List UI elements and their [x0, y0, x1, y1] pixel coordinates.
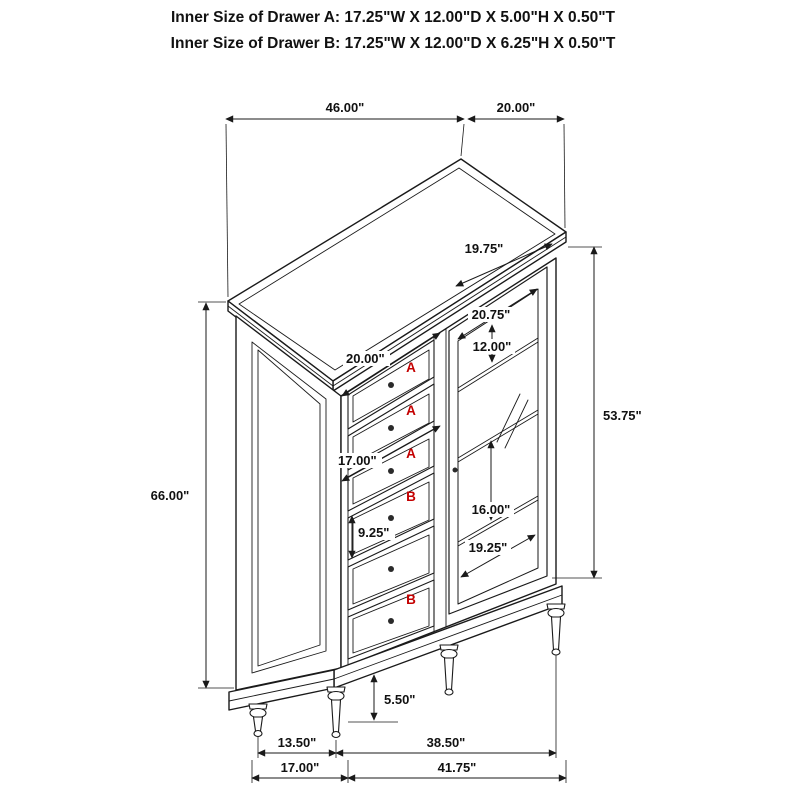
side-panel-frame-inner: [257, 349, 321, 667]
leg-ring: [327, 690, 345, 702]
shelf-2-front-edge: [457, 409, 539, 459]
dim-label-leg-spacing-side: 13.50": [278, 735, 317, 750]
legs: [248, 603, 566, 739]
dim-label-glass-width-top: 20.75": [472, 307, 511, 322]
leg-foot: [253, 729, 263, 738]
drawer-knob: [388, 618, 394, 624]
top-edge-left-midline: [227, 305, 334, 387]
dimension-lines: [202, 115, 598, 782]
leg-post: [330, 699, 342, 733]
back-left-leg: [248, 703, 268, 738]
drawer-label-a3: A: [406, 446, 416, 461]
label-bg: [461, 241, 507, 256]
ext-top-depth-right: [563, 123, 566, 229]
leg-post: [443, 657, 455, 691]
base-molding-front-step: [333, 594, 563, 680]
ext-top-width-left: [225, 123, 229, 298]
dim-label-door-width-top: 19.75": [465, 241, 504, 256]
dim-label-width-total: 41.75": [438, 760, 477, 775]
base-molding-left-step: [228, 678, 335, 702]
dim-line-drawer-width-top: [341, 332, 441, 397]
drawer-label-b1: B: [406, 489, 416, 504]
drawer-knob: [388, 468, 394, 474]
drawer-label-a1: A: [406, 360, 416, 375]
drawer-letter-labels: A A A B B: [406, 360, 416, 607]
drawer-label-b2: B: [406, 592, 416, 607]
leg-foot: [331, 730, 341, 739]
dim-label-shelf-space-top: 12.00": [473, 339, 512, 354]
leg-foot: [551, 648, 561, 656]
glass-shine-mark-1: [496, 393, 521, 443]
side-panel-frame-outer: [251, 341, 327, 674]
dim-label-drawer-width-inner: 17.00": [338, 453, 377, 468]
label-bg: [343, 351, 390, 366]
leg-cap: [326, 686, 346, 693]
leg-ring: [440, 648, 458, 660]
dim-label-top-depth: 20.00": [497, 100, 536, 115]
glass-pane: [457, 288, 539, 605]
drawer-knob: [388, 425, 394, 431]
drawer-b3: [347, 579, 435, 660]
shelf-1-back-edge: [457, 341, 539, 393]
ext-top-width-right: [460, 123, 465, 157]
leg-cap: [546, 603, 566, 610]
leg-post: [252, 716, 264, 732]
drawer-front-inset: [352, 534, 430, 605]
drawer-knob: [388, 566, 394, 572]
label-bg: [465, 540, 511, 555]
shelf-2-back-edge: [457, 413, 539, 463]
drawer-knob: [388, 515, 394, 521]
front-left-leg: [326, 686, 346, 739]
leg-cap: [248, 703, 268, 710]
leg-post: [550, 616, 562, 651]
dim-label-height-total: 66.00": [151, 488, 190, 503]
shelf-3-front-edge: [457, 495, 539, 543]
dimension-labels: 46.00" 20.00" 66.00" 53.75" 19.75" 20.75…: [151, 100, 642, 775]
dim-line-glass-width-bottom: [460, 534, 536, 578]
dim-label-shelf-space-bottom: 16.00": [472, 502, 511, 517]
dim-label-leg-spacing-front: 38.50": [427, 735, 466, 750]
front-right-leg: [546, 603, 566, 656]
dim-label-leg-height: 5.50": [384, 692, 415, 707]
leg-ring: [249, 707, 267, 719]
dim-label-depth-total: 17.00": [281, 760, 320, 775]
label-bg: [335, 453, 382, 468]
dim-label-height-right: 53.75": [603, 408, 642, 423]
dim-label-top-width: 46.00": [326, 100, 365, 115]
label-bg: [468, 502, 514, 517]
dim-label-glass-width-bottom: 19.25": [469, 540, 508, 555]
drawer-label-a2: A: [406, 403, 416, 418]
dim-label-drawer-height-b: 9.25": [358, 525, 389, 540]
header-drawer-b-spec: Inner Size of Drawer B: 17.25"W X 12.00"…: [171, 35, 616, 52]
shelf-1-front-edge: [457, 337, 539, 389]
header-drawer-a-spec: Inner Size of Drawer A: 17.25"W X 12.00"…: [171, 9, 616, 26]
leg-ring: [547, 607, 565, 619]
label-bg: [469, 339, 515, 354]
cabinet-drawing: [227, 158, 567, 739]
drawer-knob: [388, 382, 394, 388]
dim-label-drawer-width-top: 20.00": [346, 351, 385, 366]
label-bg: [468, 307, 514, 322]
door-knob: [452, 467, 458, 473]
drawer-front-inset: [352, 587, 430, 654]
label-bg: [355, 525, 395, 540]
glass-shine-mark-2: [504, 399, 529, 449]
leg-foot: [444, 688, 454, 696]
top-surface-inset-line: [238, 167, 556, 371]
leg-cap: [439, 644, 459, 651]
drawer-b2: [347, 525, 435, 611]
dim-line-door-width-top: [455, 243, 553, 287]
dim-line-drawer-width-inner: [341, 425, 441, 482]
center-leg: [439, 644, 459, 696]
